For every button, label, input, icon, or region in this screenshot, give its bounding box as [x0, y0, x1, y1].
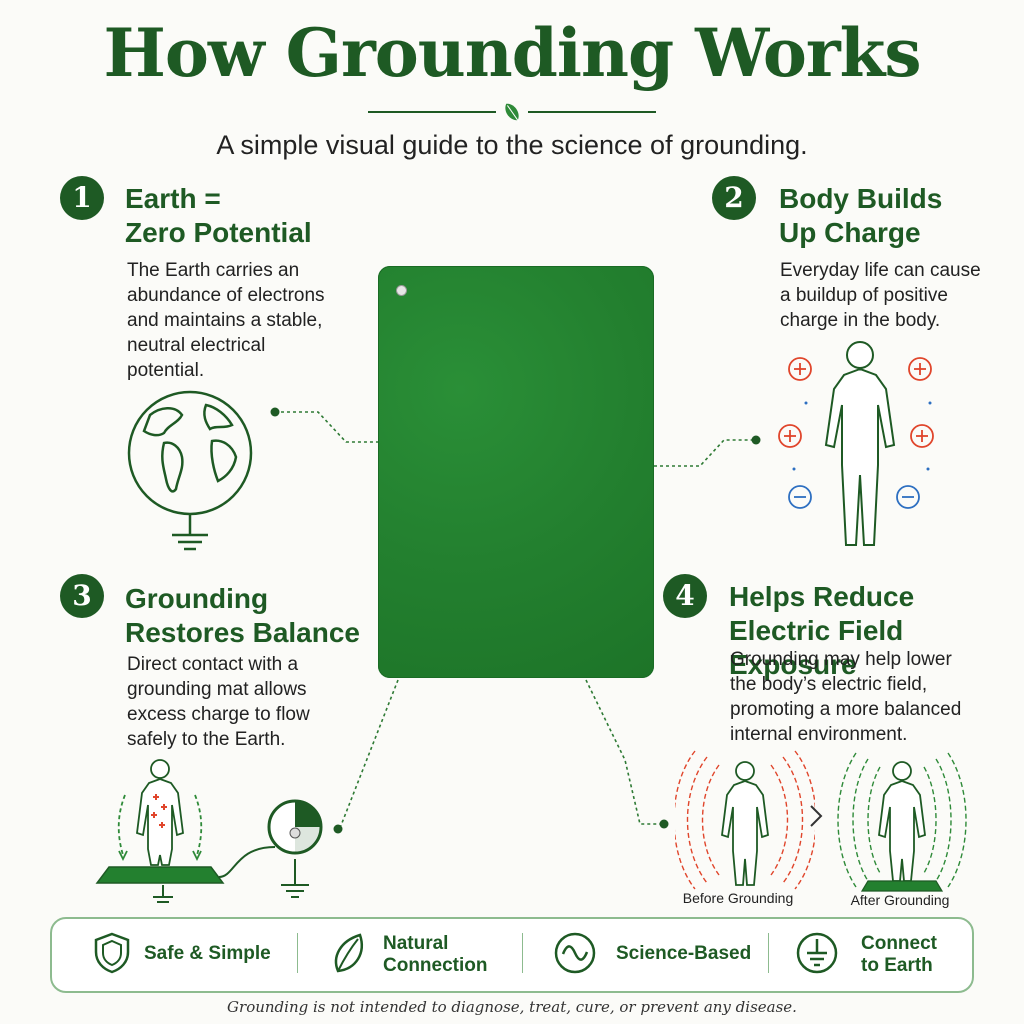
positive-charge-icon: [778, 357, 934, 448]
step-1-description: The Earth carries an abundance of electr…: [127, 260, 325, 381]
benefit-divider: [768, 933, 769, 973]
globe-icon: [127, 390, 253, 516]
chevron-right-icon: [810, 805, 823, 827]
after-grounding-illustration: [837, 752, 967, 892]
grounding-mat-illustration: [95, 759, 323, 903]
benefit-divider: [522, 933, 523, 973]
negative-charge-icon: [788, 485, 920, 509]
step-1-heading: Earth = Zero Potential: [125, 183, 312, 248]
ground-symbol-icon: [172, 514, 208, 551]
mat-shape: [860, 880, 944, 892]
charged-body-illustration: [778, 341, 934, 546]
positive-charge-marks: [151, 794, 167, 828]
before-grounding-illustration: [675, 750, 815, 890]
benefit-divider: [297, 933, 298, 973]
shield-icon: [94, 932, 130, 974]
step-3-badge: 3: [60, 574, 104, 618]
grounding-mat: [378, 266, 654, 678]
charge-flow-arrow-icon: [117, 794, 203, 856]
after-grounding-label: After Grounding: [850, 892, 950, 908]
benefits-bar: [50, 917, 974, 993]
step-3-heading: Grounding Restores Balance: [125, 583, 361, 648]
step-4-badge: 4: [663, 574, 707, 618]
body-outline-icon: [136, 759, 184, 866]
ground-symbol-icon: [153, 859, 309, 903]
ground-symbol-icon: [796, 932, 838, 974]
benefit-label-safe: Safe & Simple: [144, 943, 271, 964]
electric-field-lines: [675, 750, 815, 890]
mat-snap-connector: [396, 285, 407, 296]
benefit-label-science: Science-Based: [616, 943, 752, 964]
step-3-description: Direct contact with a grounding mat allo…: [127, 654, 310, 750]
disclaimer: Grounding is not intended to diagnose, t…: [227, 998, 797, 1016]
benefit-label-natural: Natural Connection: [383, 933, 488, 976]
step-4-heading: Helps Reduce Electric Field Exposure: [729, 581, 915, 680]
step-2-description: Everyday life can cause a buildup of pos…: [780, 260, 981, 331]
body-outline-icon: [721, 761, 769, 886]
wave-icon: [554, 932, 596, 974]
electric-field-lines: [837, 752, 967, 888]
body-outline-icon: [878, 761, 926, 882]
benefit-label-connect: Connect to Earth: [861, 933, 937, 976]
leaf-icon: [505, 103, 520, 123]
step-4-description: Grounding may help lower the body’s elec…: [730, 649, 962, 745]
earth-illustration: [127, 390, 253, 551]
mat-shape: [95, 866, 225, 884]
body-outline-icon: [824, 341, 896, 546]
step-1-badge: 1: [60, 176, 104, 220]
title-divider: [368, 103, 656, 123]
grounding-plug-icon: [267, 799, 323, 855]
step-2-badge: 2: [712, 176, 756, 220]
leaf-icon: [334, 933, 363, 973]
page-title: How Grounding Works: [103, 14, 921, 92]
before-grounding-label: Before Grounding: [682, 890, 794, 906]
page-subtitle: A simple visual guide to the science of …: [216, 130, 808, 160]
step-2-heading: Body Builds Up Charge: [779, 183, 943, 248]
